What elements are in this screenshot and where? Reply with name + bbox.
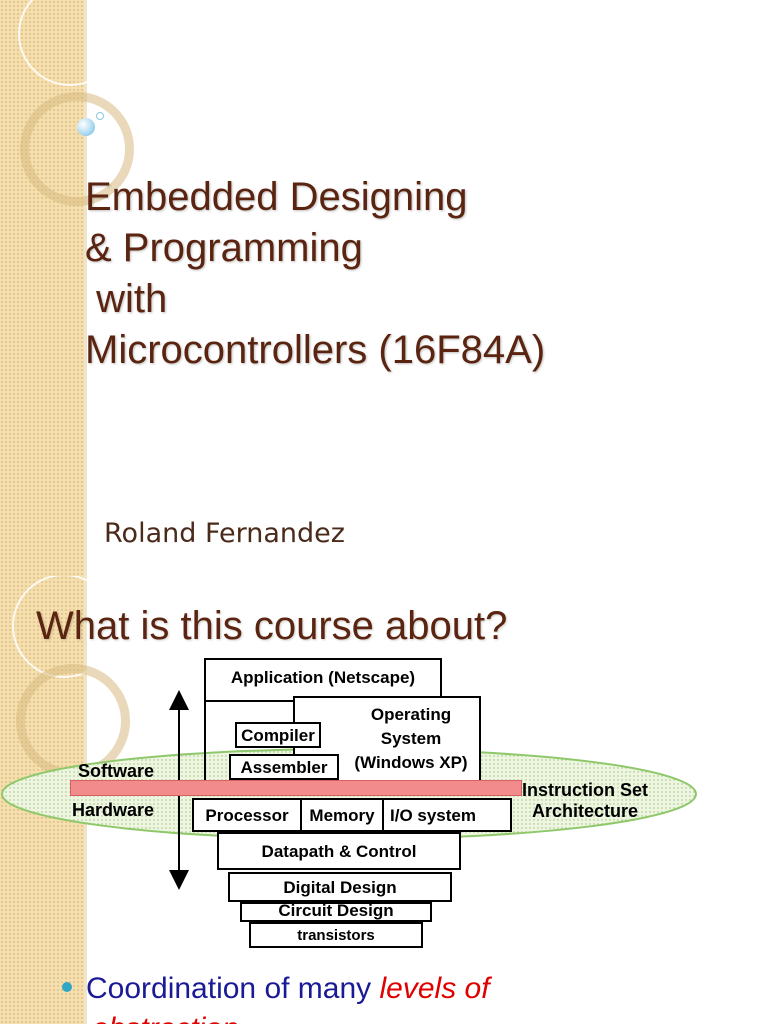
operating-system-box: Operating System (Windows XP): [293, 696, 481, 782]
bullet-text: Coordination of many: [86, 972, 380, 1005]
software-layer-box: [204, 700, 296, 782]
bullet-continuation: abstraction: [92, 1012, 239, 1024]
slide-title: What is this course about?: [36, 604, 508, 648]
bullet-emphasis: levels of: [379, 972, 490, 1005]
abstraction-layers-diagram: Application (Netscape) Operating System …: [0, 654, 768, 994]
compiler-box: Compiler: [235, 722, 321, 748]
decorative-bubble: [77, 118, 95, 136]
processor-box: Processor: [192, 798, 302, 832]
content-slide: What is this course about? Application (…: [0, 576, 768, 1024]
decorative-ring-medium: [20, 92, 134, 206]
io-system-box: I/O system: [382, 798, 512, 832]
decorative-sidebar: [0, 0, 84, 576]
title-slide: Embedded Designing & Programming with Mi…: [0, 0, 546, 576]
transistors-box: transistors: [249, 922, 423, 948]
hardware-label: Hardware: [72, 800, 155, 820]
isa-band: [70, 780, 522, 796]
application-box: Application (Netscape): [204, 658, 442, 702]
sidebar-edge: [84, 0, 87, 576]
circuit-design-box: Circuit Design: [240, 902, 432, 922]
software-label: Software: [78, 761, 155, 781]
isa-label: Instruction Set Architecture: [522, 780, 649, 821]
presentation-title: Embedded Designing & Programming with Mi…: [85, 175, 546, 372]
bullet-icon: [62, 982, 72, 993]
decorative-bubble-small: [96, 112, 104, 120]
datapath-control-box: Datapath & Control: [217, 832, 461, 870]
digital-design-box: Digital Design: [228, 872, 452, 902]
decorative-ring-large: [18, 0, 122, 86]
bullet-item: Coordination of many levels of: [62, 972, 490, 1006]
memory-box: Memory: [300, 798, 384, 832]
assembler-box: Assembler: [229, 754, 339, 780]
author-name: Roland Fernandez: [104, 518, 345, 549]
